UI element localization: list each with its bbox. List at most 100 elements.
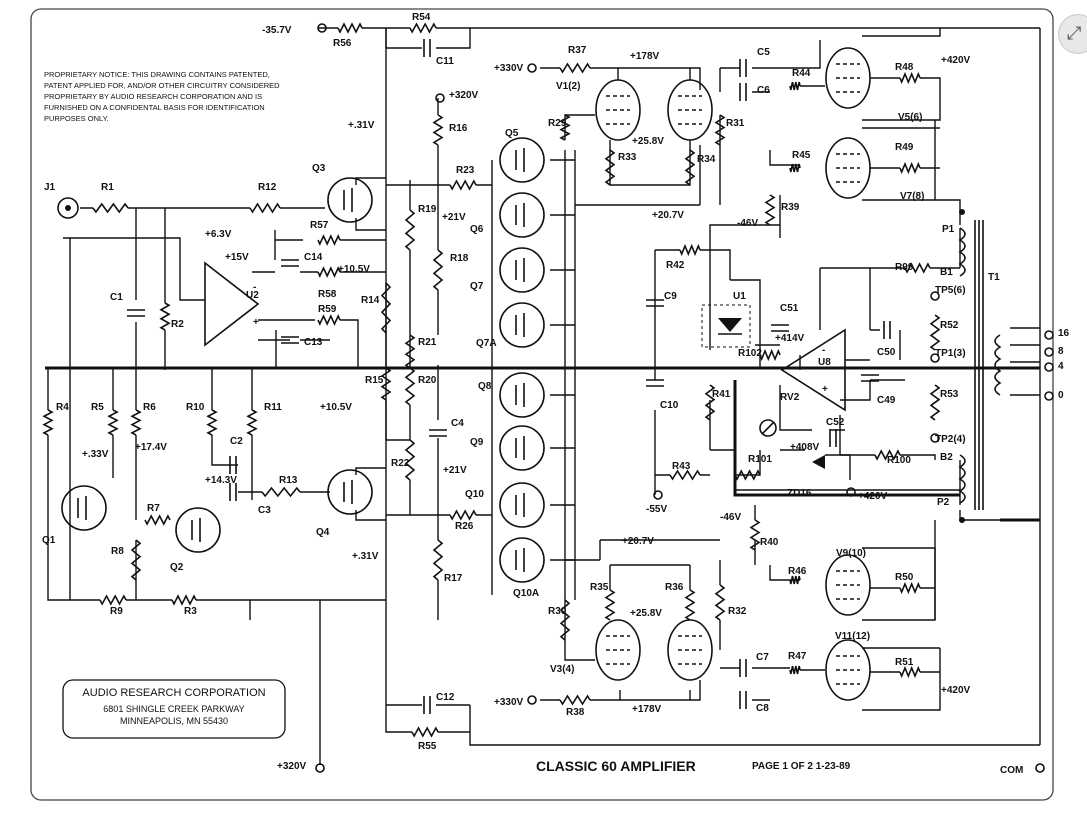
- label-n-31a: +.31V: [348, 120, 375, 131]
- label-b1: B1: [940, 267, 953, 278]
- expand-icon: ⤢: [1067, 23, 1082, 44]
- resistor-r43: [669, 469, 701, 481]
- resistor-r34: [684, 149, 696, 186]
- output-transformer-t1: [958, 220, 1002, 510]
- transistor-q3: [327, 177, 373, 223]
- label-n-420a: +420V: [941, 55, 971, 66]
- label-n-63: +6.3V: [205, 229, 232, 240]
- label-r20: R20: [418, 375, 437, 386]
- label-q4: Q4: [316, 527, 330, 538]
- label-r22: R22: [391, 458, 410, 469]
- label-r32: R32: [728, 606, 747, 617]
- label-c13: C13: [304, 337, 323, 348]
- vacuum-tubes: [595, 47, 871, 701]
- tube-v1a: [595, 79, 641, 141]
- resistor-r1: [92, 202, 129, 214]
- trim-pot-rv2-slot: [761, 421, 775, 435]
- resistor-r51: [899, 665, 921, 679]
- label-r57: R57: [310, 220, 329, 231]
- tube-v5: [825, 47, 871, 109]
- capacitor-c49: [861, 374, 879, 382]
- terminals: [315, 23, 1054, 773]
- label-r44: R44: [792, 68, 811, 79]
- resistor-r99: [904, 262, 931, 274]
- transistors: [61, 137, 545, 583]
- label-q7: Q7: [470, 281, 484, 292]
- tube-v1b: [667, 79, 713, 141]
- label-out8: 8: [1058, 346, 1064, 357]
- label-q10: Q10: [465, 489, 484, 500]
- tube-v11: [825, 639, 871, 701]
- page-info: PAGE 1 OF 2 1-23-89: [752, 761, 851, 772]
- label-r35: R35: [590, 582, 609, 593]
- label-n-320b: +320V: [277, 761, 307, 772]
- notice-line-4: FURNISHED ON A CONFIDENTAL BASIS FOR IDE…: [44, 103, 265, 112]
- label-n-207a: +20.7V: [652, 210, 684, 221]
- notice-line-1: PROPRIETARY NOTICE: THIS DRAWING CONTAIN…: [44, 70, 270, 79]
- label-c49: C49: [877, 395, 896, 406]
- input-jack-j1: [57, 197, 79, 219]
- label-tp5: TP5(6): [935, 285, 966, 296]
- label-r100: R100: [887, 455, 911, 466]
- bold-paths: [45, 366, 1040, 522]
- notice-line-3: PROPRIETARY BY AUDIO RESEARCH CORPORATIO…: [44, 92, 262, 101]
- resistor-r13: [261, 486, 301, 498]
- transistor-q6-gate: [515, 203, 525, 227]
- tube-v9-electrodes: [836, 570, 860, 600]
- label-r101: R101: [748, 454, 772, 465]
- zener-zd16: [812, 455, 825, 469]
- resistor-r16: [432, 114, 444, 146]
- label-r59: R59: [318, 304, 337, 315]
- label-n-15: +15V: [225, 252, 249, 263]
- company-name: AUDIO RESEARCH CORPORATION: [82, 687, 265, 699]
- resistor-r41: [704, 384, 716, 421]
- label-u1: U1: [733, 291, 746, 302]
- transistor-q8-gate: [515, 383, 525, 407]
- resistor-r38: [559, 694, 591, 706]
- label-c2: C2: [230, 436, 243, 447]
- label-n-21b: +21V: [443, 465, 467, 476]
- transistor-q5-gate: [515, 148, 525, 172]
- label-u8: U8: [818, 357, 831, 368]
- label-c50: C50: [877, 347, 896, 358]
- label-n-207b: +20.7V: [622, 536, 654, 547]
- resistor-r49: [899, 161, 921, 175]
- label-r16: R16: [449, 123, 468, 134]
- label-r5: R5: [91, 402, 104, 413]
- transistor-q10a: [499, 537, 545, 583]
- resistor-r45: [789, 163, 801, 173]
- label-q7a: Q7A: [476, 338, 497, 349]
- capacitor-c2: [229, 456, 237, 474]
- transistor-q8: [499, 372, 545, 418]
- resistor-r6: [130, 409, 142, 436]
- tube-v11-electrodes: [836, 655, 860, 685]
- label-n-258a: +25.8V: [632, 136, 664, 147]
- transistor-q5: [499, 137, 545, 183]
- transistor-q2: [175, 507, 221, 553]
- label-r1: R1: [101, 182, 114, 193]
- label-c11: C11: [436, 56, 454, 67]
- tube-v3a-electrodes: [606, 635, 630, 665]
- resistor-r37: [559, 62, 591, 74]
- label-c3: C3: [258, 505, 271, 516]
- label-q6: Q6: [470, 224, 484, 235]
- expand-button[interactable]: ⤢: [1058, 14, 1087, 54]
- transistor-q10-gate: [515, 493, 525, 517]
- label-u2: U2: [246, 290, 259, 301]
- company-box: [62, 679, 286, 739]
- resistor-r10: [206, 409, 218, 436]
- label-q3: Q3: [312, 163, 326, 174]
- label-c4: C4: [451, 418, 464, 429]
- label-r55: R55: [418, 741, 437, 752]
- transistor-q1-gate: [77, 496, 87, 520]
- resistor-r29: [559, 114, 571, 141]
- label-r19: R19: [418, 204, 437, 215]
- transistor-q3-gate: [343, 188, 353, 212]
- resistor-r17: [432, 539, 444, 581]
- label-r53: R53: [940, 389, 959, 400]
- label-r6: R6: [143, 402, 156, 413]
- resistor-r58: [317, 266, 341, 278]
- label-n-55: -55V: [646, 504, 667, 515]
- label-zd16: ZD16: [787, 488, 812, 499]
- resistor-r20: [404, 367, 416, 406]
